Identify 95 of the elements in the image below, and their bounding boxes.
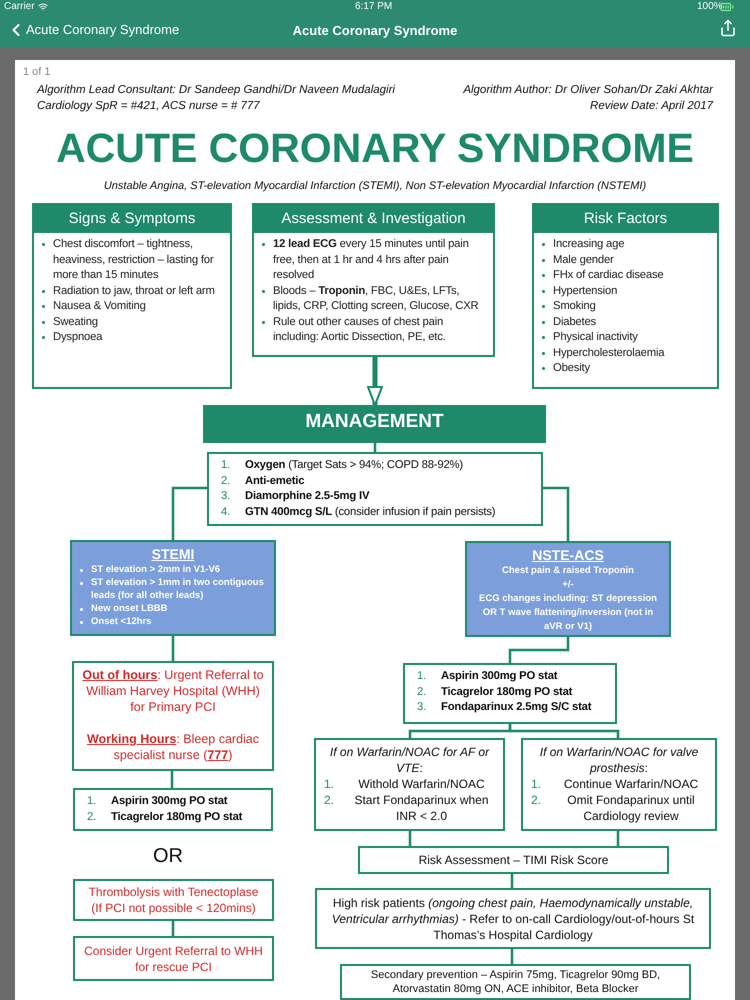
carrier-text: Carrier [4,1,35,13]
numbered-item: 2. Ticagrelor 180mg PO stat [87,810,244,824]
list-item: Hypertension [553,284,618,298]
condition-text: If on Warfarin/NOAC for valve prosthesis: [538,744,700,776]
numbered-item: 4. GTN 400mcg S/L (consider infusion if pain persists) [221,504,496,520]
list-item: Sweating [53,314,98,330]
review-date: Review Date: April 2017 [590,99,713,114]
list-item: Radiation to jaw, throat or left arm [53,284,215,298]
instruction-text: Secondary prevention – Aspirin 75mg, Ticagrelor 90mg BD, Atorvastatin 80mg ON, ACE inhibitor, Beta Blocker [370,968,662,996]
connector-line [172,636,174,661]
info-panel [252,203,495,357]
criteria-text: ECG changes including: ST depression OR T wave flattening/inversion (not in aVR or V1) [478,592,658,634]
numbered-item: 1. Oxygen (Target Sats > 94%; COPD 88-92%) [221,458,464,473]
condition-box [314,738,505,831]
numbered-item: 2. Omit Fondaparinux until Cardiology review [531,792,696,824]
diagram-title: ACUTE CORONARY SYNDROME [55,124,695,172]
list-item: Physical inactivity [553,330,638,345]
condition-box [521,738,717,831]
referral-box [72,661,274,771]
instruction-text: High risk patients (ongoing chest pain, Haemodynamically unstable, Ventricular arrhythmias) - Refer to on-call Cardiology/out-of-hours St Thomas’s Hospital Cardiology [330,894,696,942]
connector-line [543,486,570,541]
connector-line [408,831,412,846]
diagnosis-box [70,540,276,636]
list-item: Nausea & Vomiting [53,299,146,314]
list-item: Diabetes [553,314,596,330]
connector-line [374,443,376,452]
numbered-item: 1. Aspirin 300mg PO stat [417,669,558,684]
step-box [403,663,617,724]
list-item: Dyspnoea [53,330,102,345]
box-heading: STEMI [152,546,194,563]
list-item: ST elevation > 1mm in two contiguous leads (for all other leads) [91,576,265,602]
author-text: Algorithm Author: Dr Oliver Sohan/Dr Zaki Akhtar [463,83,713,98]
list-item: New onset LBBB [91,602,168,615]
list-item: Onset <12hrs [91,615,152,628]
connector-line [616,831,620,846]
subtitle: Unstable Angina, ST-elevation Myocardial Infarction (STEMI), Non ST-elevation Myocardial Infarction (NSTEMI) [102,179,648,194]
diagnosis-box [465,541,671,637]
process-box [315,888,711,949]
criteria-text: Chest pain & raised Troponin [502,564,634,578]
instruction-text: Thrombolysis with Tenectoplase (If PCI not possible < 120mins) [88,884,260,916]
referral-box [73,879,274,921]
process-box [358,846,669,874]
clock-text: 6:17 PM [355,1,392,13]
connector-line [510,949,514,964]
connector-line [510,874,514,888]
list-item: Smoking [553,299,596,314]
numbered-item: 2. Ticagrelor 180mg PO stat [417,684,574,700]
connector-line [170,771,174,788]
page-counter: 1 of 1 [23,65,51,79]
numbered-item: 1. Withold Warfarin/NOAC [324,776,486,792]
list-item: Chest discomfort – tightness, heaviness, restriction – lasting for more than 15 minutes [53,237,214,283]
condition-text: If on Warfarin/NOAC for AF or VTE: [328,744,490,776]
connector-line [172,921,174,936]
list-item: ST elevation > 2mm in V1-V6 [91,563,220,576]
step-box [207,452,543,526]
list-item: Rule out other causes of chest pain including: Aortic Dissection, PE, etc. [273,314,447,345]
numbered-item: 1. Aspirin 300mg PO stat [87,794,228,809]
list-item: Bloods – Troponin, FBC, U&Es, LFTs, lipids, CRP, Clotting screen, Glucose, CXR [273,284,480,314]
section-heading: MANAGEMENT [304,410,445,434]
list-item: Hypercholesterolaemia [553,346,664,360]
info-panel [532,203,719,389]
process-box [340,964,691,1000]
panel-header: Risk Factors [534,205,717,233]
list-item: Obesity [553,361,590,376]
list-item: Male gender [553,252,614,268]
instruction-text: Working Hours: Bleep cardiac specialist nurse (777) [86,731,260,763]
panel-header: Assessment & Investigation [254,205,493,233]
numbered-item: 3. Fondaparinux 2.5mg S/C stat [417,700,592,715]
author-text: Algorithm Lead Consultant: Dr Sandeep Gandhi/Dr Naveen Mudalagiri [37,83,395,98]
numbered-item: 2. Start Fondaparinux when INR < 2.0 [324,792,490,824]
panel-header: Signs & Symptoms [34,205,230,233]
list-item: Increasing age [553,237,624,252]
connector-line [172,486,207,540]
connector-line [508,637,570,663]
battery-text: 100% [697,1,723,13]
instruction-text: Consider Urgent Referral to WHH for rescue PCI [83,942,264,974]
referral-box [73,936,274,981]
arrow [367,357,383,406]
back-button: Acute Coronary Syndrome [6,20,180,40]
section-banner [203,405,546,443]
list-item: 12 lead ECG every 15 minutes until pain free, then at 1 hr and 4 hrs after pain resolved [273,237,470,283]
contact-text: Cardiology SpR = #421, ACS nurse = # 777 [37,99,260,114]
box-heading: NSTE-ACS [532,547,604,564]
connector-line [508,724,620,738]
nav-title: Acute Coronary Syndrome [292,22,458,40]
numbered-item: 3. Diamorphine 2.5-5mg IV [221,489,370,504]
info-panel [32,203,232,389]
list-item: FHx of cardiac disease [553,268,664,283]
criteria-text: +/- [562,578,574,592]
or-text: OR [153,844,183,868]
numbered-item: 1. Continue Warfarin/NOAC [531,776,700,792]
instruction-text: Out of hours: Urgent Referral to William Harvey Hospital (WHH) for Primary PCI [82,667,264,715]
step-box [73,788,273,831]
numbered-item: 2. Anti-emetic [221,474,306,488]
instruction-text: Risk Assessment – TIMI Risk Score [418,852,608,868]
